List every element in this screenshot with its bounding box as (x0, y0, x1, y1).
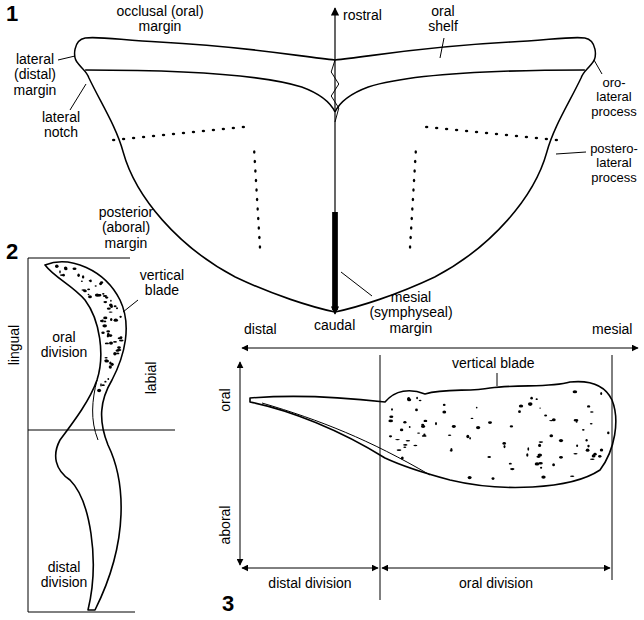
axis-label: rostral (343, 8, 382, 23)
part-label: vertical blade (452, 356, 535, 371)
part-label: mesial (symphyseal) margin (366, 290, 456, 336)
part-label: oral division (34, 330, 94, 361)
axis-label: aboral (218, 506, 233, 545)
part-label: lateral notch (30, 110, 92, 141)
axis-label: distal (244, 322, 277, 337)
axis-label: labial (144, 362, 159, 395)
part-label: posterior (aboral) margin (86, 205, 166, 251)
part-label: occlusal (oral) margin (100, 4, 220, 35)
axis-label: caudal (314, 318, 355, 333)
part-label: distal division (268, 576, 351, 591)
element-oral-view (250, 382, 616, 488)
axis-label: oral (218, 388, 233, 411)
part-label: postero-lateral process (588, 142, 640, 185)
part-label: distal division (34, 560, 94, 591)
axis-label: lingual (7, 325, 22, 365)
figure-number: 1 (6, 2, 18, 26)
part-label: vertical blade (132, 268, 192, 299)
part-label: oral division (459, 576, 533, 591)
figure-number: 3 (222, 592, 234, 616)
part-label: lateral (distal) margin (4, 52, 66, 98)
figure-number: 2 (6, 240, 18, 264)
part-label: oro-lateral process (588, 76, 640, 119)
part-label: oral shelf (418, 4, 468, 35)
axis-label: mesial (592, 322, 632, 337)
element-lateral-view (45, 262, 126, 610)
